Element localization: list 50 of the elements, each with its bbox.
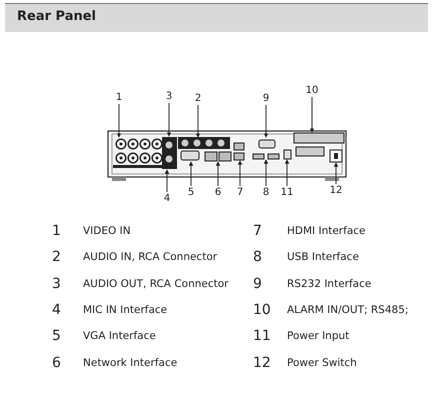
item-description: HDMI Interface xyxy=(287,225,366,237)
leader-line xyxy=(116,104,122,138)
item-number: 11 xyxy=(253,328,271,344)
callout-number: 4 xyxy=(159,193,175,204)
leader-line xyxy=(310,96,314,133)
item-description: AUDIO OUT, RCA Connector xyxy=(83,278,228,290)
leader-line xyxy=(164,169,170,192)
callout-number: 11 xyxy=(279,187,295,198)
leader-line xyxy=(166,102,172,137)
callout-number: 3 xyxy=(161,91,177,102)
item-description: VGA Interface xyxy=(83,330,156,342)
item-description: MIC IN Interface xyxy=(83,304,168,316)
title: Rear Panel xyxy=(17,9,96,24)
leader-line xyxy=(264,159,268,186)
leader-line xyxy=(264,104,268,138)
leader-line xyxy=(216,161,220,186)
item-description: Power Input xyxy=(287,330,350,342)
item-description: ALARM IN/OUT; RS485; xyxy=(287,304,408,316)
callout-number: 2 xyxy=(190,93,206,104)
callout-number: 1 xyxy=(111,92,127,103)
item-description: AUDIO IN, RCA Connector xyxy=(83,251,218,264)
leader-line xyxy=(196,104,200,138)
item-description: RS232 Interface xyxy=(287,278,372,290)
item-number: 5 xyxy=(52,328,61,344)
item-number: 9 xyxy=(253,276,262,292)
callout-number: 6 xyxy=(210,187,226,198)
callout-number: 9 xyxy=(258,93,274,104)
item-number: 8 xyxy=(253,249,262,266)
item-number: 10 xyxy=(253,302,271,318)
item-number: 6 xyxy=(52,354,61,370)
leader-line xyxy=(284,159,290,186)
callout-number: 8 xyxy=(258,187,274,198)
leader-line xyxy=(238,160,242,186)
item-number: 4 xyxy=(52,302,61,318)
item-description: Network Interface xyxy=(83,356,178,368)
leader-line xyxy=(188,161,194,186)
item-number: 3 xyxy=(52,276,61,292)
item-number: 1 xyxy=(52,223,61,239)
callout-number: 7 xyxy=(232,187,248,198)
leader-line xyxy=(334,162,338,184)
callout-number: 5 xyxy=(183,187,199,198)
item-description: Power Switch xyxy=(287,356,357,368)
item-number: 7 xyxy=(253,223,262,239)
callout-number: 10 xyxy=(304,85,320,96)
item-description: VIDEO IN xyxy=(83,225,131,237)
callout-number: 12 xyxy=(328,185,344,196)
item-description: USB Interface xyxy=(287,251,359,264)
item-number: 2 xyxy=(52,249,61,266)
item-number: 12 xyxy=(253,354,271,370)
recorder-rear-panel-drawing xyxy=(107,130,347,181)
